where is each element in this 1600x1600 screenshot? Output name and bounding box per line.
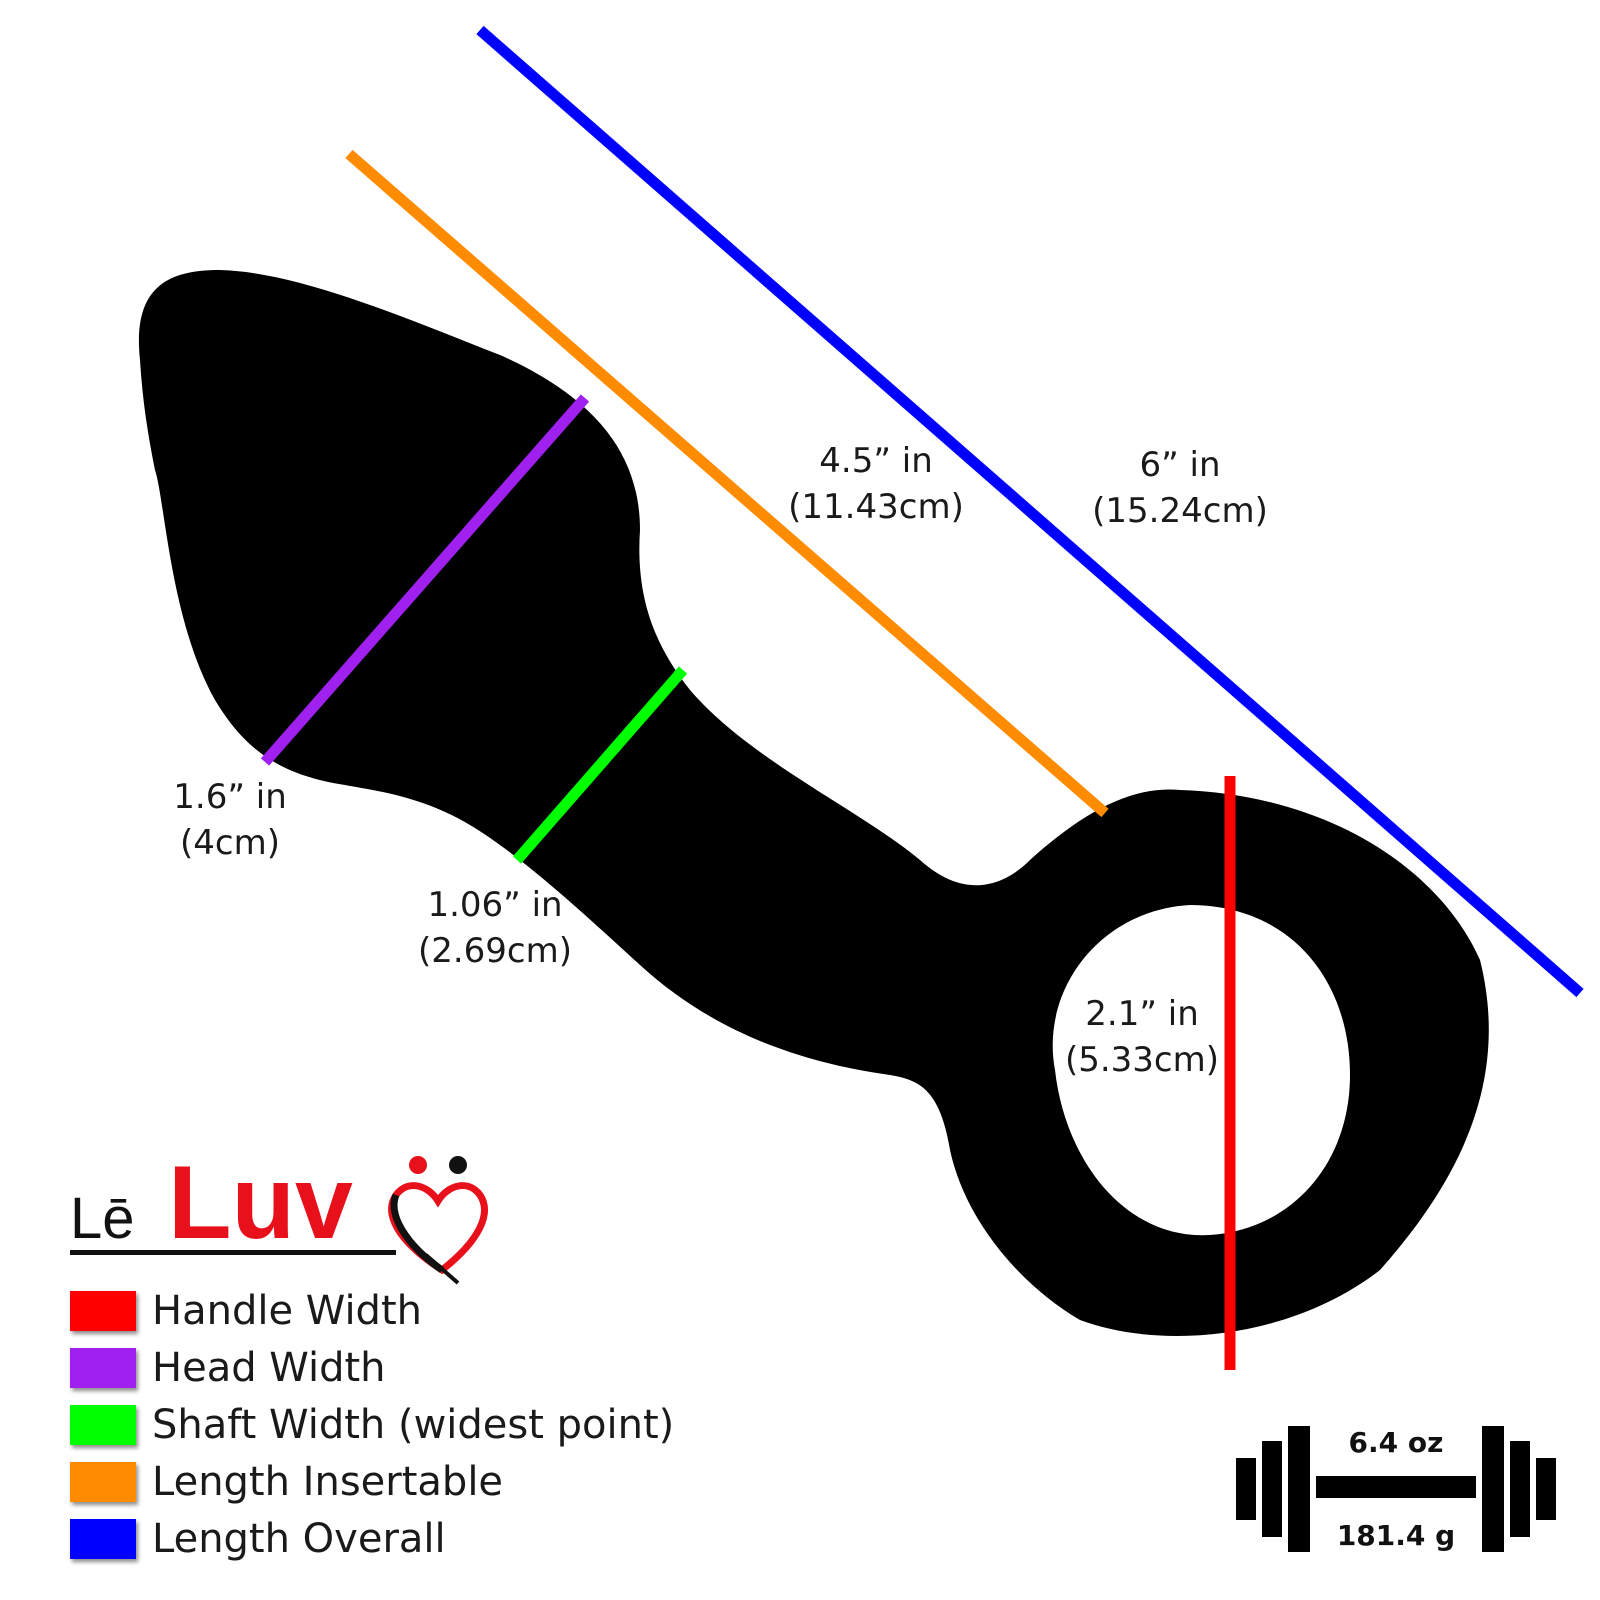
weight-oz-label: 6.4 oz: [1349, 1426, 1444, 1459]
legend-label: Shaft Width (widest point): [152, 1401, 675, 1448]
legend-swatch: [70, 1347, 136, 1388]
shaft-cm-label: (2.69cm): [418, 931, 572, 971]
handle-cm-label: (5.33cm): [1065, 1040, 1219, 1080]
legend-item-handle-width: Handle Width: [70, 1282, 674, 1339]
overall-in-label: 6” in: [1139, 445, 1220, 485]
weight-g-label: 181.4 g: [1337, 1519, 1455, 1552]
heart-couple-icon: [388, 1156, 488, 1285]
legend: Handle Width Head Width Shaft Width (wid…: [70, 1282, 674, 1567]
head-width-line: [260, 394, 590, 766]
insertable-cm-label: (11.43cm): [788, 487, 964, 527]
legend-item-length-insertable: Length Insertable: [70, 1453, 674, 1510]
shaft-width-line: [512, 666, 688, 864]
legend-label: Length Insertable: [152, 1458, 504, 1505]
legend-item-head-width: Head Width: [70, 1339, 674, 1396]
overall-cm-label: (15.24cm): [1092, 491, 1268, 531]
brand-underline: [70, 1250, 396, 1255]
insertable-in-label: 4.5” in: [819, 441, 933, 481]
brand-logo: Lē Luv: [70, 1145, 488, 1285]
shaft-in-label: 1.06” in: [427, 885, 562, 925]
legend-item-length-overall: Length Overall: [70, 1510, 674, 1567]
dumbbell-icon: [1236, 1426, 1556, 1552]
legend-label: Handle Width: [152, 1287, 422, 1334]
length-overall-line: [476, 25, 1584, 998]
legend-label: Head Width: [152, 1344, 386, 1391]
brand-name: Luv: [168, 1145, 353, 1261]
head-in-label: 1.6” in: [173, 777, 287, 817]
head-cm-label: (4cm): [180, 823, 280, 863]
brand-prefix: Lē: [70, 1186, 135, 1251]
legend-swatch: [70, 1518, 136, 1559]
legend-item-shaft-width: Shaft Width (widest point): [70, 1396, 674, 1453]
legend-swatch: [70, 1290, 136, 1331]
handle-in-label: 2.1” in: [1085, 994, 1199, 1034]
legend-label: Length Overall: [152, 1515, 446, 1562]
legend-swatch: [70, 1404, 136, 1445]
length-insertable-line: [345, 149, 1109, 818]
legend-swatch: [70, 1461, 136, 1502]
product-silhouette: [138, 270, 1489, 1336]
